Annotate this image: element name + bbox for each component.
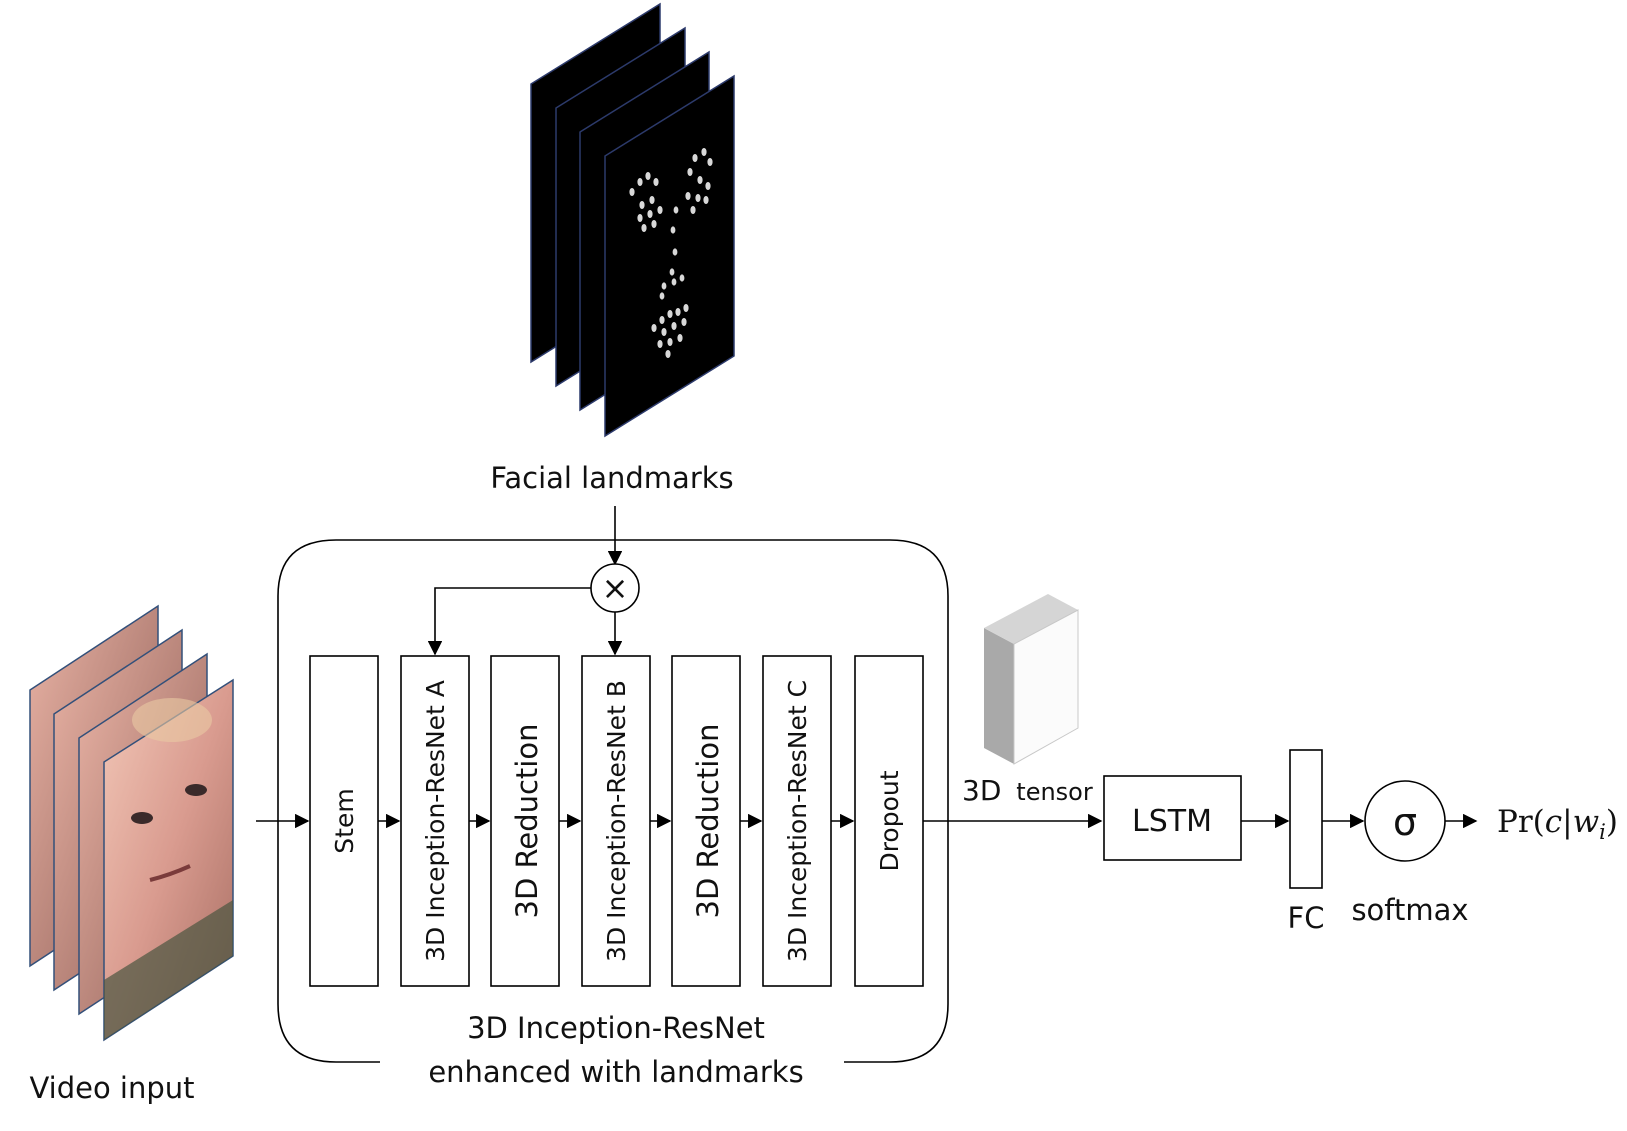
video-input-label: Video input <box>29 1071 194 1105</box>
output-c: c <box>1545 804 1562 840</box>
landmark-dots <box>629 148 713 358</box>
tensor-cuboid-icon <box>984 594 1079 765</box>
softmax-node: σ <box>1364 780 1446 862</box>
block-inception-c: 3D Inception-ResNet C <box>762 655 832 987</box>
block-label-inception-c: 3D Inception-ResNet C <box>783 680 812 962</box>
facial-landmark-frame-icon <box>604 74 735 438</box>
block-label-stem: Stem <box>330 788 359 853</box>
block-dropout: Dropout <box>854 655 924 987</box>
lstm-label: LSTM <box>1132 804 1212 839</box>
multiply-symbol: × <box>602 569 629 607</box>
block-stem: Stem <box>309 655 379 987</box>
output-pr: Pr( <box>1497 804 1545 840</box>
output-w: w <box>1573 804 1600 840</box>
network-caption-line1: 3D Inception-ResNet <box>467 1011 765 1045</box>
tensor-label-suffix: tensor <box>1016 778 1093 806</box>
block-label-inception-b: 3D Inception-ResNet B <box>602 680 631 962</box>
network-caption-line2: enhanced with landmarks <box>428 1055 803 1089</box>
block-reduction-1: 3D Reduction <box>490 655 560 987</box>
fc-label: FC <box>1288 901 1325 935</box>
block-label-inception-a: 3D Inception-ResNet A <box>421 680 450 962</box>
multiply-to-a-arrow <box>427 587 591 656</box>
fc-block <box>1289 749 1323 889</box>
block-label-reduction-1: 3D Reduction <box>510 724 544 919</box>
multiply-node: × <box>590 563 640 613</box>
network-container <box>277 539 949 1063</box>
block-inception-b: 3D Inception-ResNet B <box>581 655 651 987</box>
video-input-stack <box>29 604 234 1042</box>
lstm-block: LSTM <box>1103 775 1242 861</box>
facial-landmarks-stack <box>530 2 735 438</box>
sigma-symbol: σ <box>1393 800 1417 844</box>
output-probability-label: Pr(c|wi) <box>1497 804 1618 844</box>
output-bar: | <box>1562 804 1572 840</box>
block-label-dropout: Dropout <box>875 770 904 871</box>
block-label-reduction-2: 3D Reduction <box>691 724 725 919</box>
video-frame-icon <box>103 678 234 1042</box>
block-inception-a: 3D Inception-ResNet A <box>400 655 470 987</box>
block-reduction-2: 3D Reduction <box>671 655 741 987</box>
facial-landmarks-label: Facial landmarks <box>490 461 733 495</box>
output-close: ) <box>1606 804 1618 840</box>
softmax-label: softmax <box>1351 893 1468 927</box>
tensor-label-prefix: 3D <box>962 774 1001 807</box>
output-i: i <box>1599 820 1606 844</box>
tensor-label: 3D tensor <box>962 774 1093 807</box>
